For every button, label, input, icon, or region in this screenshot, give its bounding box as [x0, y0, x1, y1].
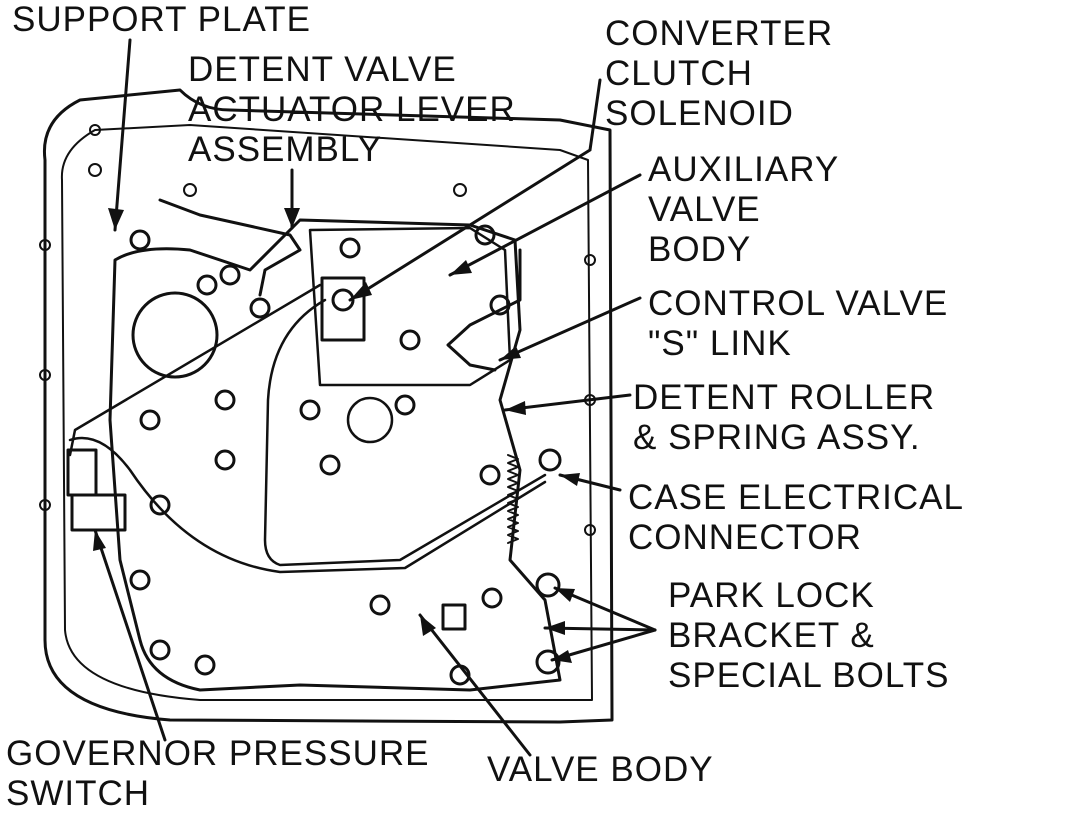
- leader-control-valve-link: [498, 296, 642, 362]
- pressure-switch-body: [66, 448, 98, 497]
- case-inner-flange: [60, 124, 593, 701]
- leader-support-plate: [113, 38, 132, 232]
- label-valve-body: VALVE BODY: [487, 750, 714, 790]
- label-case-electrical-connector-line-2: CONNECTOR: [628, 518, 862, 557]
- leader-detent-roller: [503, 393, 632, 412]
- label-detent-roller-spring-assy-line-1: DETENT ROLLER: [633, 378, 936, 417]
- detent-lever: [158, 198, 302, 297]
- label-governor-pressure-switch-line-1: GOVERNOR PRESSURE: [6, 734, 430, 773]
- label-detent-valve-actuator-lever-assembly-line-2: ACTUATOR LEVER: [188, 90, 516, 129]
- leader-valve-body: [418, 613, 532, 757]
- label-detent-valve-actuator-lever-assembly-line-3: ASSEMBLY: [188, 130, 383, 169]
- wiring-harness: [68, 298, 547, 574]
- label-park-lock-bracket-special-bolts-line-3: SPECIAL BOLTS: [668, 656, 950, 695]
- label-governor-pressure-switch-line-2: SWITCH: [6, 774, 151, 813]
- label-park-lock-bracket-special-bolts-line-1: PARK LOCK: [668, 576, 875, 615]
- label-auxiliary-valve-body-line-1: AUXILIARY: [648, 150, 840, 189]
- label-converter-clutch-solenoid-line-1: CONVERTER: [605, 14, 834, 53]
- leader-governor-pressure-switch: [93, 528, 167, 742]
- label-converter-clutch-solenoid-line-3: SOLENOID: [605, 94, 794, 133]
- label-case-electrical-connector-line-1: CASE ELECTRICAL: [628, 478, 964, 517]
- label-converter-clutch-solenoid-line-2: CLUTCH: [605, 54, 753, 93]
- label-support-plate: SUPPORT PLATE: [12, 0, 311, 40]
- case-outline: [42, 88, 614, 724]
- label-detent-roller-spring-assy-line-2: & SPRING ASSY.: [633, 418, 921, 457]
- solenoid-body: [320, 276, 366, 342]
- label-control-valve-s-link-line-2: "S" LINK: [648, 324, 792, 363]
- accumulator-bore: [131, 291, 219, 379]
- label-control-valve-s-link: CONTROL VALVE"S" LINK: [648, 284, 948, 364]
- leader-auxiliary-valve-body: [448, 173, 642, 277]
- label-detent-roller-spring-assy: DETENT ROLLER& SPRING ASSY.: [633, 378, 935, 458]
- label-control-valve-s-link-line-1: CONTROL VALVE: [648, 284, 949, 323]
- label-support-plate-line-1: SUPPORT PLATE: [12, 0, 311, 39]
- label-detent-valve-actuator-lever-assembly-line-1: DETENT VALVE: [188, 50, 457, 89]
- valve-body-outline: [108, 218, 562, 692]
- label-valve-body-line-1: VALVE BODY: [487, 750, 714, 789]
- solenoid-bolt: [331, 288, 355, 312]
- auxiliary-valve-body-block: [308, 226, 512, 387]
- label-auxiliary-valve-body-line-2: VALVE: [648, 190, 761, 229]
- detent-spring: [507, 454, 519, 544]
- label-park-lock-bracket-special-bolts-line-2: BRACKET &: [668, 616, 875, 655]
- label-auxiliary-valve-body-line-3: BODY: [648, 230, 752, 269]
- control-valve-s-link: [446, 248, 522, 372]
- leader-converter-clutch-solenoid: [348, 78, 602, 302]
